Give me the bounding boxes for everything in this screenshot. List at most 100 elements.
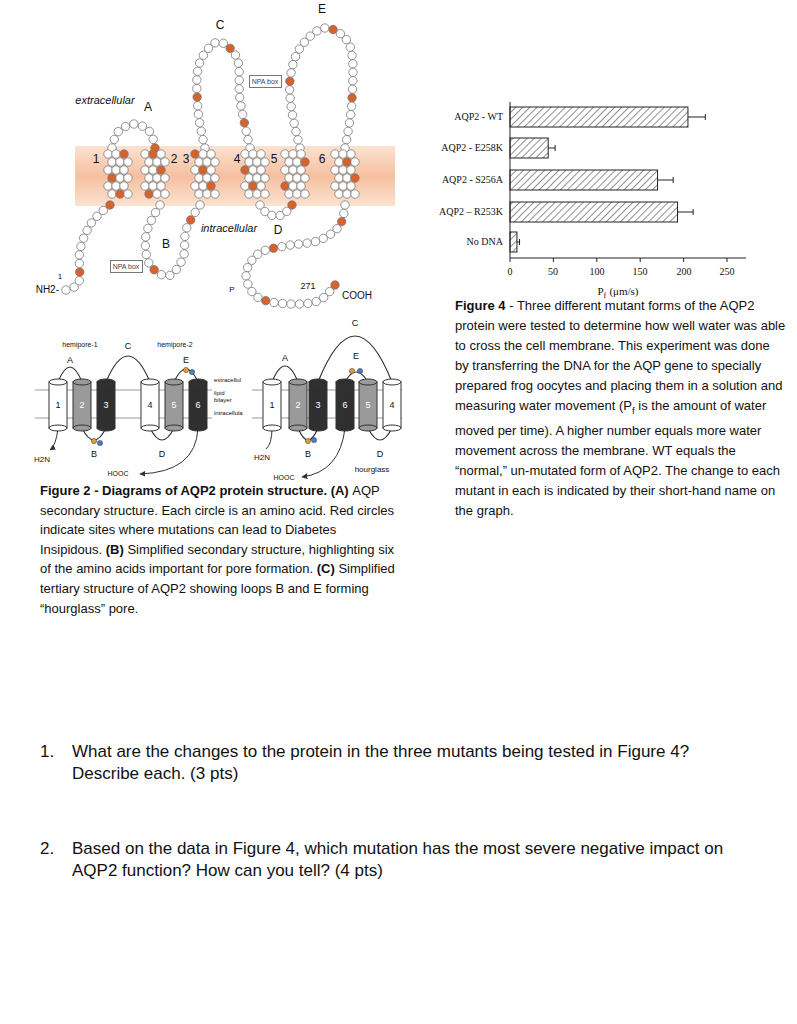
helix-residue [261,190,269,198]
amino-acid [319,234,327,242]
caption-segment: (C) [317,561,335,576]
helix-residue [293,174,301,182]
amino-acid [286,241,294,249]
amino-acid [292,127,300,135]
question-number: 1. [40,741,54,763]
amino-acid [242,127,250,135]
hatched-bar [510,202,678,222]
amino-acid [278,242,286,250]
amino-acid [234,59,242,67]
helix-residue [249,150,257,158]
helix-residue [245,158,253,166]
helix-residue [195,174,203,182]
helix-residue [301,174,309,182]
amino-acid [349,68,357,76]
bar-label: AQP2 – R253K [439,206,503,218]
helix-residue [108,158,116,166]
helix-residue [343,190,351,198]
loop-line [106,356,150,382]
helix-residue [141,166,149,174]
helix-residue [112,182,120,190]
amino-acid [186,216,194,224]
helix-residue [199,182,207,190]
helix-residue [249,166,257,174]
caption-segment: - Three different mutant forms of the AQ… [455,298,785,413]
helix-residue [289,166,297,174]
amino-acid [286,77,294,85]
amino-acid [197,127,205,135]
amino-acid [76,268,84,276]
helix-residue [343,158,351,166]
helix-residue [285,158,293,166]
tick-label: 0 [508,266,513,278]
helix-cylinder [165,379,183,431]
error-bar [658,180,674,181]
amino-acid [287,69,295,77]
pore-residue [357,368,362,373]
amino-acid [75,251,83,259]
amino-acid [77,242,85,250]
error-cap [705,114,706,120]
helix-residue [161,158,169,166]
amino-acid [294,136,302,144]
loop-letter: D [377,449,384,459]
helix-residue [145,174,153,182]
tick-label: 250 [720,266,735,278]
caption-segment: f [604,291,607,300]
helix-residue [351,174,359,182]
amino-acid [130,120,138,128]
amino-acid [196,201,204,209]
amino-acid [349,60,357,68]
amino-acid [62,286,70,294]
helix-residue [199,166,207,174]
helix-residue [347,182,355,190]
helix-residue [257,182,265,190]
amino-acid [240,119,248,127]
phospho-label: P [229,285,234,294]
amino-acid [347,102,355,110]
loop-letter: A [67,355,73,365]
helix-residue [199,150,207,158]
amino-acid [303,239,311,247]
helix-number: 3 [315,400,320,410]
tick-label: 50 [548,266,558,278]
helix-cylinder [263,379,281,431]
helix-number: 6 [319,153,326,167]
amino-acid [278,299,286,307]
axis-tick [596,258,597,262]
helix-number: 2 [171,153,178,167]
helix-residue [241,166,249,174]
helix-residue [120,182,128,190]
helix-residue [297,182,305,190]
box-label: NPA box [113,263,140,270]
helix-residue [149,182,157,190]
helix-residue [157,182,165,190]
helix-residue [124,174,132,182]
helix-residue [351,158,359,166]
helix-residue [153,174,161,182]
helix-residue [281,182,289,190]
helix-number: 2 [79,400,84,410]
loop-letter: C [125,341,132,351]
helix-residue [104,166,112,174]
amino-acid [286,94,294,102]
pore-residue [349,368,354,373]
helix-residue [211,190,219,198]
axis-title: Pf(μm/s) [560,284,676,303]
amino-acid [191,208,199,216]
amino-acid [349,77,357,85]
amino-acid [254,293,262,301]
pore-residue [97,440,102,445]
region-label: lipid bilayer [214,390,242,404]
helix-residue [157,150,165,158]
hemipore-label: hemipore-2 [157,341,192,349]
helix-residue [293,190,301,198]
region-label: extracellular [75,94,134,107]
helix-number: 1 [269,400,274,410]
helix-diagrams [35,336,402,477]
helix-residue [261,174,269,182]
amino-acid [180,250,188,258]
caption-segment: Figure 4 [455,298,506,313]
helix-residue [297,166,305,174]
helix-residue [145,190,153,198]
